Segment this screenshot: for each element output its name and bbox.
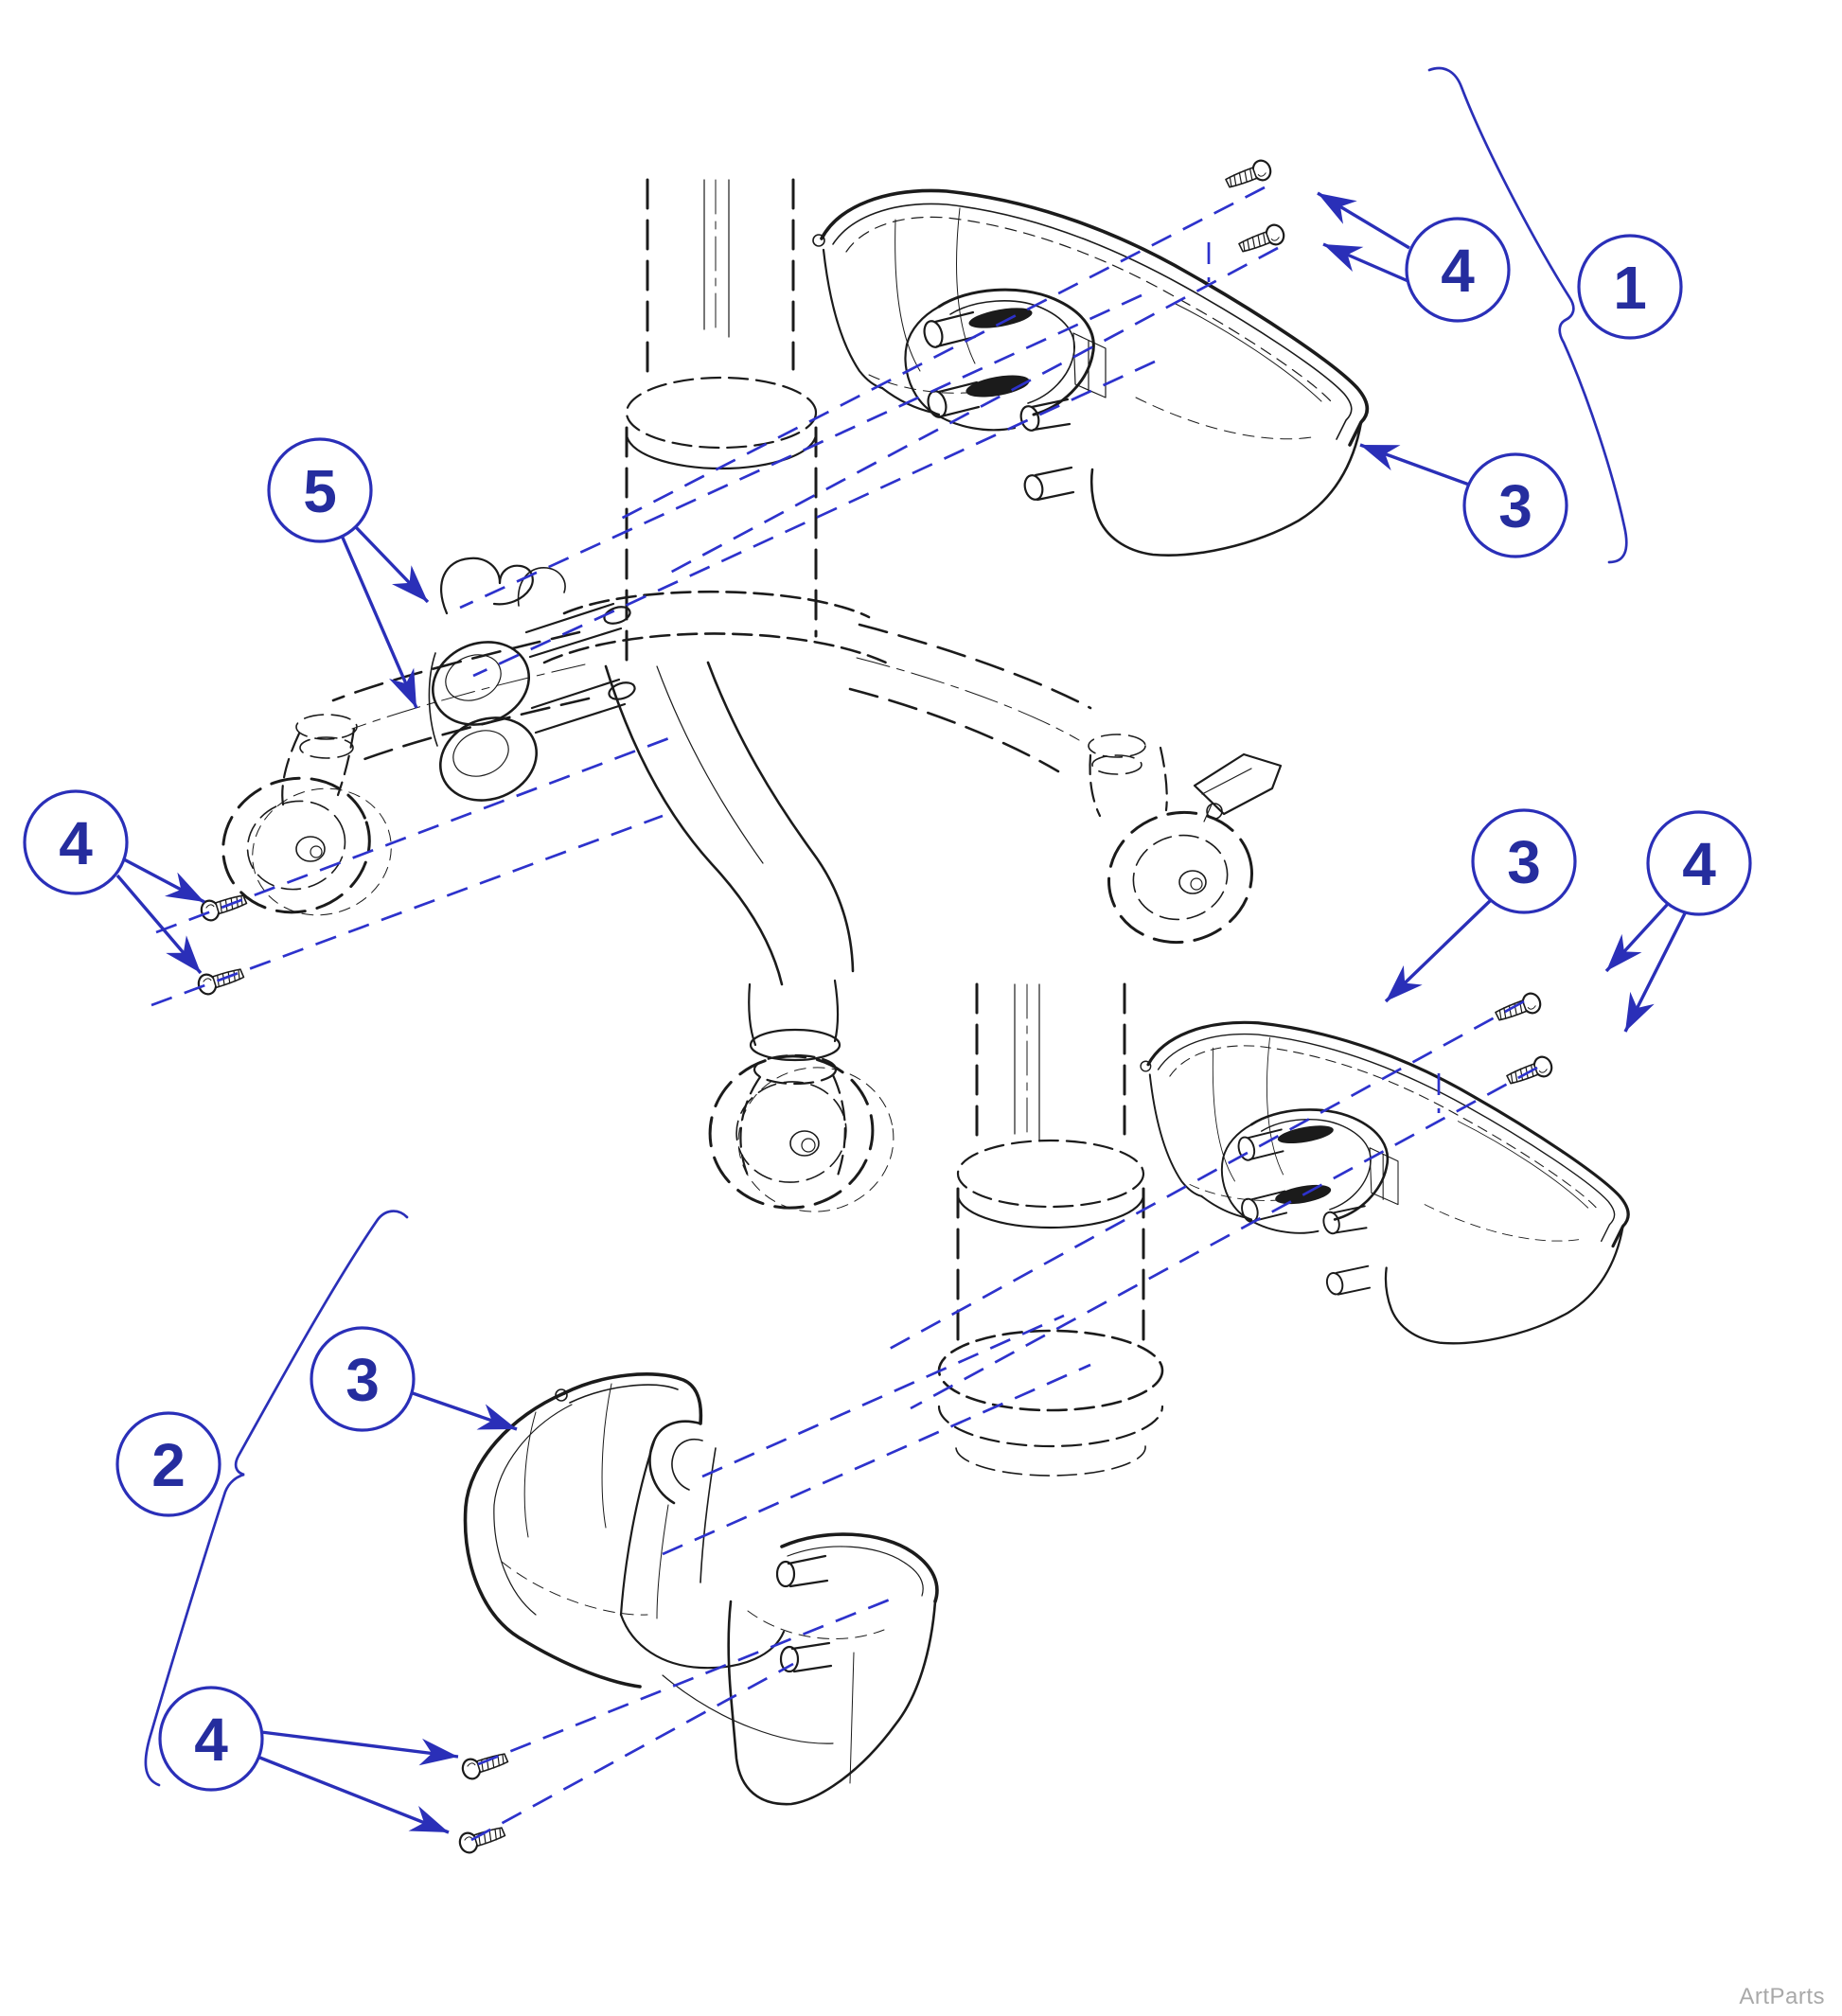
bracket-leader-item1 [1427,66,1628,564]
callout-circle-1 [1577,234,1683,340]
callout-2: 2 [115,1411,221,1517]
callout-arrow-5 [341,537,418,709]
leader-brackets [144,66,1628,1787]
callout-circle-3-top [1462,452,1568,558]
brake-pedal [1193,752,1283,822]
callout-number-4-left: 4 [59,809,93,877]
callout-number-3-mid: 3 [1507,828,1541,896]
callout-arrow-3-bottom [412,1391,518,1431]
callout-number-1: 1 [1613,254,1647,322]
callout-arrow-4-left [115,874,203,975]
callout-arrow-5 [354,525,430,604]
callout-circle-4-left [23,789,129,895]
callout-arrow-4-left [123,858,205,904]
callout-circle-2 [115,1411,221,1517]
callout-arrow-3-mid [1384,898,1493,1003]
callout-3-top: 3 [1462,452,1568,558]
bottom-basket-assembly [463,1372,939,1806]
callout-circle-5 [267,437,373,543]
callout-4-top: 4 [1405,217,1511,323]
upper-mast [625,178,818,664]
callout-arrow-4-top [1317,191,1410,250]
callout-arrow-4-bottom [260,1730,459,1766]
callout-4-left: 4 [23,789,129,895]
middle-basket-assembly [1139,1020,1630,1345]
lower-mast [937,982,1164,1477]
callout-number-3-bottom: 3 [345,1346,380,1414]
callout-number-4-mid: 4 [1682,830,1716,898]
callout-circle-4-top [1405,217,1511,323]
callout-number-3-top: 3 [1498,472,1532,540]
front-caster-wheel [708,1054,894,1212]
callout-arrows [115,191,1687,1834]
callout-arrow-4-mid [1623,912,1687,1033]
projection-lines [151,186,1538,1842]
left-caster-wheel [221,776,392,916]
callout-number-5: 5 [303,457,337,525]
bracket-leader-item2 [144,1210,409,1787]
callout-circle-4-mid [1646,810,1752,916]
top-basket-assembly [811,188,1370,557]
right-caster-wheel [1107,810,1253,945]
callout-4-bottom: 4 [158,1686,264,1792]
callout-5: 5 [267,437,373,543]
line-art [195,156,1630,1856]
callout-arrow-4-mid [1604,902,1670,973]
callout-circle-3-mid [1471,808,1577,914]
callout-3-mid: 3 [1471,808,1577,914]
callout-number-2: 2 [151,1431,186,1499]
hook-clamp-part [428,557,636,802]
callout-arrow-4-top [1322,242,1411,284]
caster-base [221,590,1283,1212]
artparts-watermark: ArtParts [1739,1984,1825,2009]
callout-circle-4-bottom [158,1686,264,1792]
callout-circle-3-bottom [310,1326,416,1432]
callout-number-4-top: 4 [1441,237,1475,305]
callout-4-mid: 4 [1646,810,1752,916]
callout-arrow-3-top [1359,443,1470,486]
callout-number-4-bottom: 4 [194,1706,228,1774]
callout-3-bottom: 3 [310,1326,416,1432]
callout-balloons: 1 4 3 5 4 3 4 2 3 4 [23,217,1752,1792]
callout-1: 1 [1577,234,1683,340]
callout-arrow-4-bottom [257,1755,450,1834]
